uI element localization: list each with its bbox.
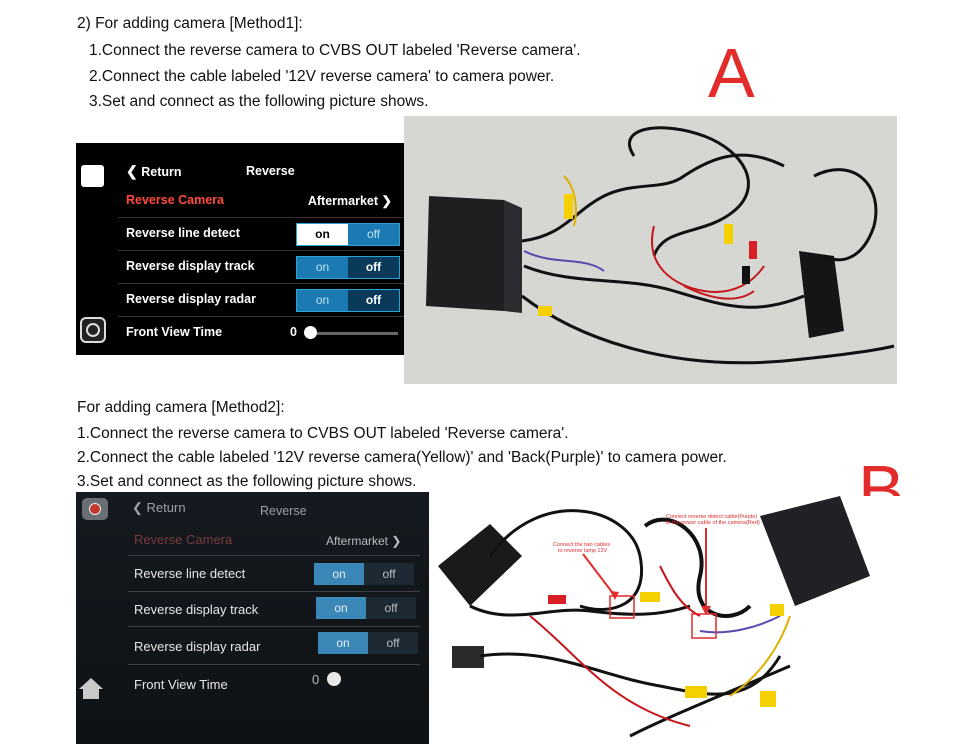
home-icon[interactable] [78, 676, 104, 700]
note-right-line1: Connect reverse detect cable(Purple) [666, 514, 757, 520]
row-label-display-radar: Reverse display radar [134, 639, 261, 654]
toggle-off[interactable]: off [348, 290, 399, 311]
toggle-display-track[interactable]: on off [296, 256, 400, 279]
toggle-line-detect[interactable]: on off [314, 563, 414, 585]
screen-a: ❮ Return Reverse Reverse Camera Aftermar… [76, 143, 404, 355]
slider-track[interactable] [306, 332, 398, 335]
row-value: Aftermarket ❯ [308, 193, 392, 208]
row-reverse-display-track: Reverse display track on off [118, 250, 404, 284]
return-label[interactable]: Return [141, 165, 182, 179]
page-title: Reverse [260, 504, 307, 518]
screen-b: ❮ Return Reverse Reverse Camera Aftermar… [76, 492, 429, 744]
toggle-display-radar[interactable]: on off [296, 289, 400, 312]
slider-value: 0 [312, 672, 320, 687]
method1-step-2: 2.Connect the cable labeled '12V reverse… [89, 68, 555, 85]
chevron-right-icon: ❯ [381, 194, 392, 208]
page-title: Reverse [246, 164, 295, 178]
toggle-on[interactable]: on [316, 597, 366, 619]
row-reverse-camera[interactable]: Reverse Camera Aftermarket ❯ [118, 184, 404, 218]
row-label: Reverse Camera [126, 193, 224, 207]
camera-app-icon[interactable] [82, 498, 108, 520]
slider-thumb[interactable] [304, 326, 317, 339]
toggle-on[interactable]: on [315, 260, 330, 274]
note-right-line2: to the power cable of the camera(Red) [666, 520, 760, 526]
note-left-line1: Connect the two cables [553, 542, 610, 548]
slider-value: 0 [290, 325, 297, 339]
toggle-line-detect[interactable]: on off [296, 223, 400, 246]
divider [128, 591, 420, 592]
row-reverse-line-detect: Reverse line detect on off [118, 217, 404, 251]
wiring-photo-a [404, 116, 897, 384]
row-label: Reverse display track [126, 259, 255, 273]
reverse-settings-panel-a: ❮ Return Reverse Reverse Camera Aftermar… [118, 157, 404, 355]
toggle-off[interactable]: off [348, 257, 399, 278]
aftermarket-text: Aftermarket [326, 534, 389, 548]
row-label: Reverse display radar [126, 292, 256, 306]
row-label: Reverse line detect [126, 226, 240, 240]
toggle-display-track[interactable]: on off [316, 597, 416, 619]
wiring-illustration-b: Connect the two cables to reverse lamp 1… [438, 496, 870, 738]
method2-heading: For adding camera [Method2]: [77, 399, 285, 416]
wiring-photo-b: Connect the two cables to reverse lamp 1… [430, 496, 910, 746]
row-label-front-view-time: Front View Time [134, 677, 228, 692]
home-square-icon[interactable] [81, 165, 104, 187]
toggle-off[interactable]: off [366, 227, 381, 241]
row-label: Front View Time [126, 325, 223, 339]
row-label-line-detect: Reverse line detect [134, 566, 246, 581]
method2-step-3: 3.Set and connect as the following pictu… [77, 473, 417, 490]
row-label-reverse-camera[interactable]: Reverse Camera [134, 532, 233, 547]
row-label-display-track: Reverse display track [134, 602, 259, 617]
toggle-off[interactable]: off [366, 597, 416, 619]
aftermarket-value: Aftermarket [307, 194, 379, 208]
method1-heading: 2) For adding camera [Method1]: [77, 15, 303, 32]
label-a: A [708, 34, 755, 112]
method1-step-3: 3.Set and connect as the following pictu… [89, 93, 429, 110]
chevron-left-icon: ❮ [126, 163, 138, 179]
return-label[interactable]: Return [146, 500, 186, 515]
circle-button-icon[interactable] [80, 317, 106, 343]
method1-step-1: 1.Connect the reverse camera to CVBS OUT… [89, 42, 581, 59]
row-reverse-display-radar: Reverse display radar on off [118, 283, 404, 317]
method2-step-1: 1.Connect the reverse camera to CVBS OUT… [77, 425, 569, 442]
toggle-on[interactable]: on [297, 224, 348, 245]
chevron-right-icon: ❯ [391, 534, 402, 548]
toggle-on[interactable]: on [315, 293, 330, 307]
toggle-on[interactable]: on [318, 632, 368, 654]
aftermarket-value[interactable]: Aftermarket ❯ [326, 534, 401, 548]
method2-step-2: 2.Connect the cable labeled '12V reverse… [77, 449, 727, 466]
divider [128, 626, 420, 627]
toggle-off[interactable]: off [368, 632, 418, 654]
row-front-view-time: Front View Time 0 [118, 316, 404, 349]
divider [128, 555, 420, 556]
divider [128, 664, 420, 665]
note-left-line2: to reverse lamp 12V [558, 548, 608, 554]
toggle-on[interactable]: on [314, 563, 364, 585]
toggle-display-radar[interactable]: on off [318, 632, 418, 654]
toggle-off[interactable]: off [364, 563, 414, 585]
wiring-illustration-a [404, 116, 897, 384]
chevron-left-icon: ❮ [132, 500, 143, 515]
slider-thumb[interactable] [327, 672, 341, 686]
